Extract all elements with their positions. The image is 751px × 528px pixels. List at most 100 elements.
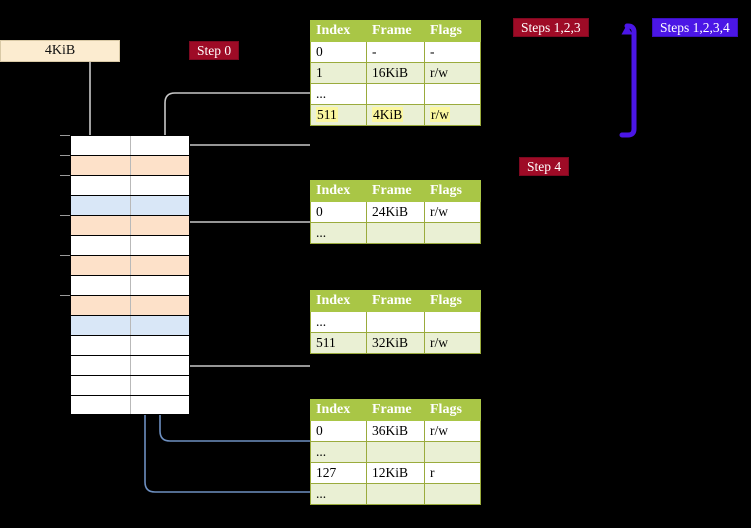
memory-frame-row — [70, 355, 190, 375]
memory-row-divider — [130, 136, 131, 155]
frame-size-box: 4KiB — [0, 40, 120, 62]
memory-frame-row — [70, 295, 190, 315]
column-header-index: Index — [310, 20, 367, 42]
memory-row-tick — [60, 155, 70, 156]
cell-index: ... — [310, 441, 367, 463]
physical-memory-column — [70, 135, 190, 415]
memory-row-divider — [130, 156, 131, 175]
memory-frame-row — [70, 175, 190, 195]
cell-flags: - — [424, 41, 481, 63]
cell-frame — [366, 311, 425, 333]
cell-flags: r/w — [424, 201, 481, 223]
column-header-index: Index — [310, 399, 367, 421]
memory-frame-row — [70, 255, 190, 275]
highlighted-value: 4KiB — [372, 107, 404, 122]
column-header-frame: Frame — [366, 20, 425, 42]
table-row: 0-- — [310, 41, 481, 63]
cell-index: 511 — [310, 332, 367, 354]
memory-row-divider — [130, 256, 131, 275]
cell-flags: r/w — [424, 420, 481, 442]
wire-steps-bracket — [619, 23, 637, 138]
memory-frame-row — [70, 155, 190, 175]
table-row: 511 4KiB r/w — [310, 104, 481, 126]
cell-flags — [424, 83, 481, 105]
cell-index: ... — [310, 83, 367, 105]
cell-flags — [424, 222, 481, 244]
column-header-frame: Frame — [366, 290, 425, 312]
column-header-flags: Flags — [424, 180, 481, 202]
cell-index: 0 — [310, 201, 367, 223]
memory-row-divider — [130, 396, 131, 414]
highlighted-value: r/w — [430, 107, 450, 122]
cell-frame: 16KiB — [366, 62, 425, 84]
memory-frame-row — [70, 195, 190, 215]
memory-row-divider — [130, 276, 131, 295]
cell-index: ... — [310, 483, 367, 505]
cell-flags — [424, 311, 481, 333]
memory-frame-row — [70, 235, 190, 255]
cell-index: ... — [310, 311, 367, 333]
column-header-flags: Flags — [424, 20, 481, 42]
wire-t2r0-to-mem — [173, 221, 310, 255]
cell-flags: r — [424, 462, 481, 484]
memory-frame-row — [70, 395, 190, 415]
memory-row-divider — [130, 336, 131, 355]
highlighted-value: 511 — [316, 107, 338, 122]
table-row: ... — [310, 483, 481, 505]
cell-index: 1 — [310, 62, 367, 84]
memory-frame-row — [70, 335, 190, 355]
cell-frame: 36KiB — [366, 420, 425, 442]
memory-row-tick — [60, 295, 70, 296]
memory-row-divider — [130, 176, 131, 195]
cell-index: 511 — [310, 104, 367, 126]
cell-flags — [424, 483, 481, 505]
memory-row-divider — [130, 216, 131, 235]
memory-row-tick — [60, 255, 70, 256]
cell-frame — [366, 83, 425, 105]
column-header-index: Index — [310, 290, 367, 312]
cell-frame — [366, 222, 425, 244]
table-row: ... — [310, 83, 481, 105]
cell-flags: r/w — [424, 332, 481, 354]
cell-frame — [366, 483, 425, 505]
cell-flags: r/w — [424, 104, 481, 126]
memory-row-tick — [60, 175, 70, 176]
column-header-flags: Flags — [424, 399, 481, 421]
memory-row-divider — [130, 356, 131, 375]
wire-t3r511-to-mem — [173, 308, 310, 367]
cell-index: 127 — [310, 462, 367, 484]
memory-row-tick — [60, 135, 70, 136]
cell-frame: 32KiB — [366, 332, 425, 354]
cell-frame: - — [366, 41, 425, 63]
frame-size-label: 4KiB — [44, 43, 76, 58]
column-header-frame: Frame — [366, 180, 425, 202]
cell-index: 0 — [310, 41, 367, 63]
badge-steps-1234: Steps 1,2,3,4 — [652, 18, 738, 37]
cell-flags: r/w — [424, 62, 481, 84]
cell-frame — [366, 441, 425, 463]
memory-frame-row — [70, 215, 190, 235]
cell-frame: 4KiB — [366, 104, 425, 126]
table-row: ... — [310, 222, 481, 244]
badge-step-0: Step 0 — [189, 41, 240, 60]
cell-frame: 12KiB — [366, 462, 425, 484]
badge-step-4: Step 4 — [519, 157, 570, 176]
memory-row-tick — [60, 215, 70, 216]
cell-index: ... — [310, 222, 367, 244]
wire-t1r511-to-mem — [178, 144, 310, 215]
memory-row-divider — [130, 376, 131, 395]
badge-steps-123: Steps 1,2,3 — [513, 18, 589, 37]
cell-frame: 24KiB — [366, 201, 425, 223]
memory-row-divider — [130, 196, 131, 215]
